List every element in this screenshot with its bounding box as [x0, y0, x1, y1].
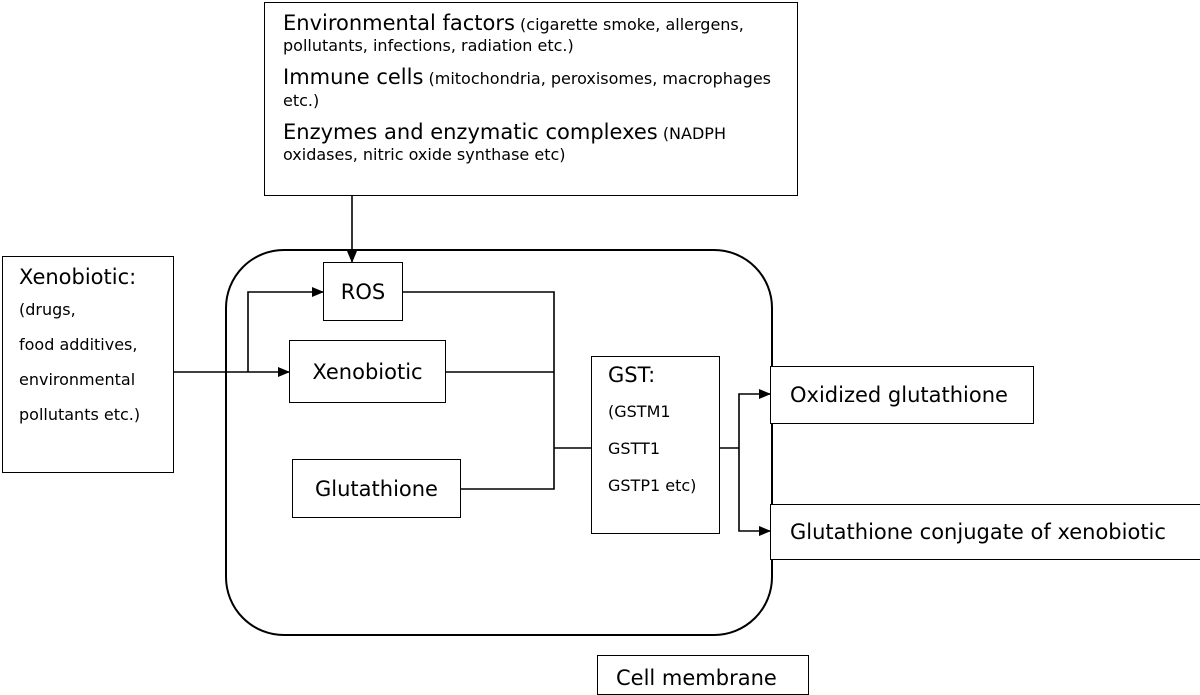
- oxidized-glutathione-label: Oxidized glutathione: [790, 383, 1008, 407]
- xenobiotic-input-item: (drugs,: [19, 300, 76, 319]
- enzymes-detail: (NADPH oxidases, nitric oxide synthase e…: [283, 123, 726, 164]
- arrow-input-to-ros: [247, 287, 324, 372]
- immune-cells-entry: Immune cells (mitochondria, peroxisomes,…: [283, 64, 787, 110]
- environmental-factors-title: Environmental factors: [283, 11, 515, 35]
- diagram-connectors: [174, 196, 773, 636]
- gst-box: GST: (GSTM1 GSTT1 GSTP1 etc): [591, 356, 720, 534]
- enzymes-entry: Enzymes and enzymatic complexes (NADPH o…: [283, 119, 787, 165]
- cell-membrane-outline: [225, 249, 773, 636]
- environmental-factors-entry: Environmental factors (cigarette smoke, …: [283, 10, 787, 56]
- xenobiotic-input-item: environmental: [19, 370, 136, 389]
- glutathione-conjugate-label: Glutathione conjugate of xenobiotic: [790, 520, 1166, 544]
- enzymes-title: Enzymes and enzymatic complexes: [283, 119, 658, 144]
- environmental-factors-detail: (cigarette smoke, allergens, pollutants,…: [283, 15, 744, 56]
- line-ros-to-collector: [403, 291, 555, 448]
- cell-membrane-label: Cell membrane: [616, 666, 777, 690]
- ros-sources-box: Environmental factors (cigarette smoke, …: [264, 2, 798, 196]
- gst-item: GSTP1 etc): [608, 476, 697, 495]
- gst-title: GST:: [608, 363, 656, 387]
- glutathione-label: Glutathione: [315, 476, 438, 501]
- ros-label: ROS: [340, 279, 386, 304]
- immune-cells-title: Immune cells: [283, 65, 424, 90]
- arrow-gst-to-oxidized: [738, 389, 771, 448]
- xenobiotic-box: Xenobiotic: [289, 340, 446, 403]
- glutathione-box: Glutathione: [292, 459, 461, 518]
- cell-membrane-box: Cell membrane: [597, 655, 809, 695]
- xenobiotic-input-title: Xenobiotic:: [19, 265, 137, 289]
- xenobiotic-label: Xenobiotic: [312, 359, 423, 384]
- xenobiotic-input-item: food additives,: [19, 335, 138, 354]
- glutathione-conjugate-box: Glutathione conjugate of xenobiotic: [770, 504, 1200, 560]
- gst-item: (GSTM1: [608, 402, 671, 421]
- arrow-gst-to-conjugate: [738, 448, 771, 536]
- oxidized-glutathione-box: Oxidized glutathione: [770, 366, 1034, 424]
- xenobiotic-input-item: pollutants etc.): [19, 405, 141, 424]
- ros-box: ROS: [323, 262, 403, 321]
- xenobiotic-input-box: Xenobiotic: (drugs, food additives, envi…: [2, 256, 174, 473]
- immune-cells-detail: (mitochondria, peroxisomes, macrophages …: [283, 69, 771, 110]
- line-glutathione-to-collector: [461, 448, 555, 490]
- gst-item: GSTT1: [608, 439, 660, 458]
